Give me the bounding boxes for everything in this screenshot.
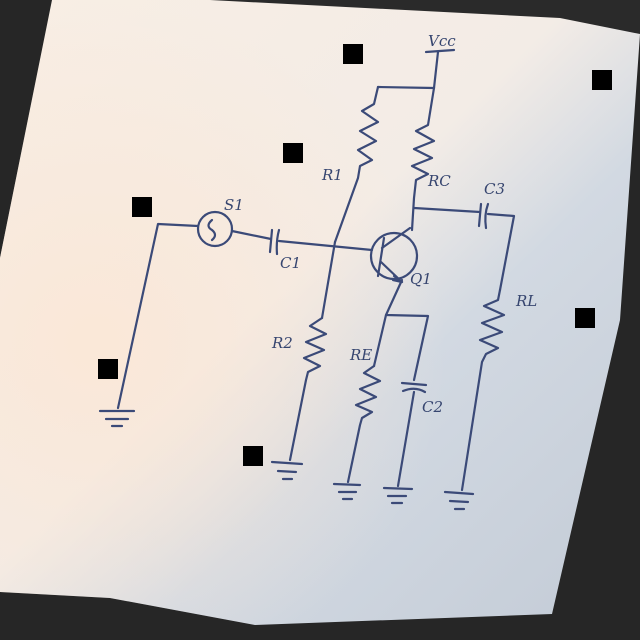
r2-resistor: [288, 316, 328, 462]
ground-symbol-c2: [382, 486, 414, 505]
redaction-box: [343, 44, 363, 64]
redaction-box: [243, 446, 263, 466]
label-re: RE: [349, 346, 372, 364]
c2-capacitor: [400, 381, 428, 387]
re-resistor: [346, 364, 382, 484]
transistor-q1: [369, 231, 419, 281]
redaction-box: [575, 308, 595, 328]
circuit-wiring: [98, 48, 516, 511]
label-rc: RC: [427, 172, 451, 190]
source-s1: [196, 210, 234, 248]
rl-resistor: [460, 288, 506, 492]
label-r2: R2: [271, 334, 293, 352]
rc-resistor: [410, 86, 436, 232]
ground-symbol-source: [98, 409, 136, 428]
label-rl: RL: [515, 292, 537, 310]
redaction-box: [592, 70, 612, 90]
label-vcc: Vcc: [428, 32, 456, 50]
redaction-markers: [98, 44, 612, 466]
label-q1: Q1: [410, 270, 432, 288]
label-c2: C2: [422, 398, 443, 416]
redaction-box: [132, 197, 152, 217]
c1-capacitor: [268, 228, 274, 254]
label-c3: C3: [484, 180, 505, 198]
r1-resistor: [333, 85, 380, 244]
label-c1: C1: [280, 254, 301, 272]
redaction-box: [283, 143, 303, 163]
redaction-box: [98, 359, 118, 379]
label-r1: R1: [321, 166, 343, 184]
component-labels: Vcc R1 RC C3 S1 C1 Q1 RL R2 RE C2: [224, 32, 537, 416]
ground-symbol-r2: [270, 460, 304, 481]
ground-symbol-re: [332, 482, 362, 501]
vcc-terminal: [424, 48, 456, 54]
c3-capacitor: [477, 202, 483, 228]
ground-symbol-rl: [443, 490, 475, 511]
label-s1: S1: [224, 196, 244, 214]
paper-edge-shadow: [210, 0, 640, 34]
